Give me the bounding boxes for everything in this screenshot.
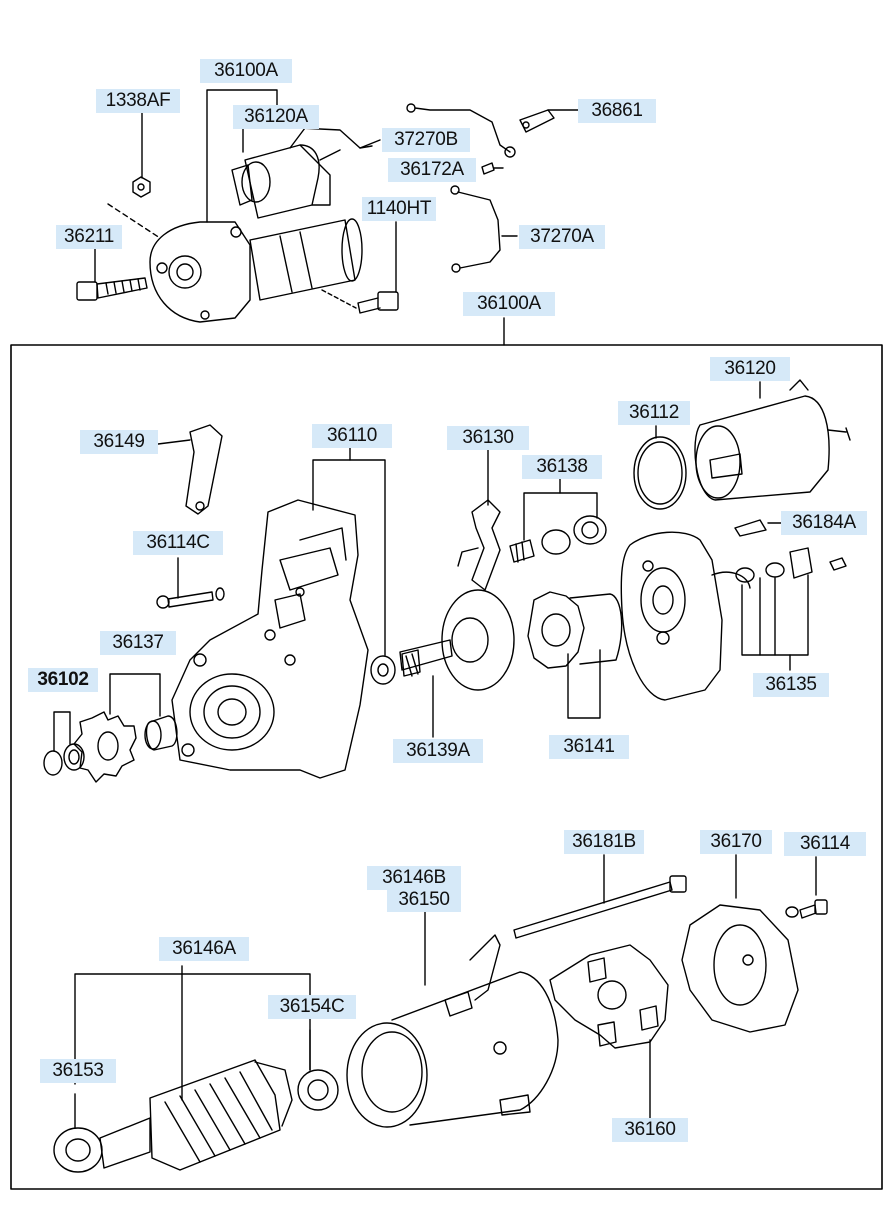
- part-label-36114c: 36114C: [133, 531, 223, 555]
- part-label-36181b: 36181B: [564, 830, 644, 854]
- part-label-1140ht: 1140HT: [362, 197, 436, 221]
- part-label-36120: 36120: [710, 357, 790, 381]
- part-label-36139a: 36139A: [393, 739, 483, 763]
- armature-yoke-group-drawing: [54, 855, 827, 1172]
- part-label-36110: 36110: [312, 424, 392, 448]
- part-label-36112: 36112: [618, 401, 690, 425]
- part-label-36138: 36138: [522, 455, 602, 479]
- part-label-36146b: 36146B: [367, 866, 461, 890]
- part-label-36114: 36114: [784, 832, 866, 856]
- part-label-36861: 36861: [578, 99, 656, 123]
- part-label-36130: 36130: [447, 426, 529, 450]
- solenoid-endcover-group-drawing: [621, 380, 850, 700]
- part-label-36135: 36135: [753, 673, 829, 697]
- part-label-36141: 36141: [549, 735, 629, 759]
- assembly-frame: [11, 345, 882, 1189]
- part-label-36160: 36160: [612, 1118, 688, 1142]
- part-label-36100a-box: 36100A: [463, 292, 555, 316]
- part-label-36153: 36153: [40, 1059, 116, 1083]
- part-label-36102: 36102: [28, 668, 98, 692]
- part-label-36172a: 36172A: [388, 158, 476, 182]
- drive-housing-group-drawing: [44, 425, 395, 782]
- part-label-36170: 36170: [700, 830, 772, 854]
- part-label-36137: 36137: [100, 631, 176, 655]
- part-label-37270a: 37270A: [519, 225, 605, 249]
- part-label-36211: 36211: [56, 225, 122, 249]
- part-label-36100a-top: 36100A: [200, 59, 292, 83]
- part-label-37270b: 37270B: [382, 128, 470, 152]
- lever-clutch-group-drawing: [400, 448, 622, 737]
- part-label-1338af: 1338AF: [96, 89, 180, 113]
- part-label-36150: 36150: [387, 888, 461, 912]
- part-label-36149: 36149: [80, 430, 158, 454]
- assembled-starter-drawing: [77, 90, 578, 345]
- part-label-36154c: 36154C: [268, 995, 356, 1019]
- part-label-36146a: 36146A: [159, 937, 249, 961]
- part-label-36120a: 36120A: [233, 105, 319, 129]
- part-label-36184a: 36184A: [781, 511, 867, 535]
